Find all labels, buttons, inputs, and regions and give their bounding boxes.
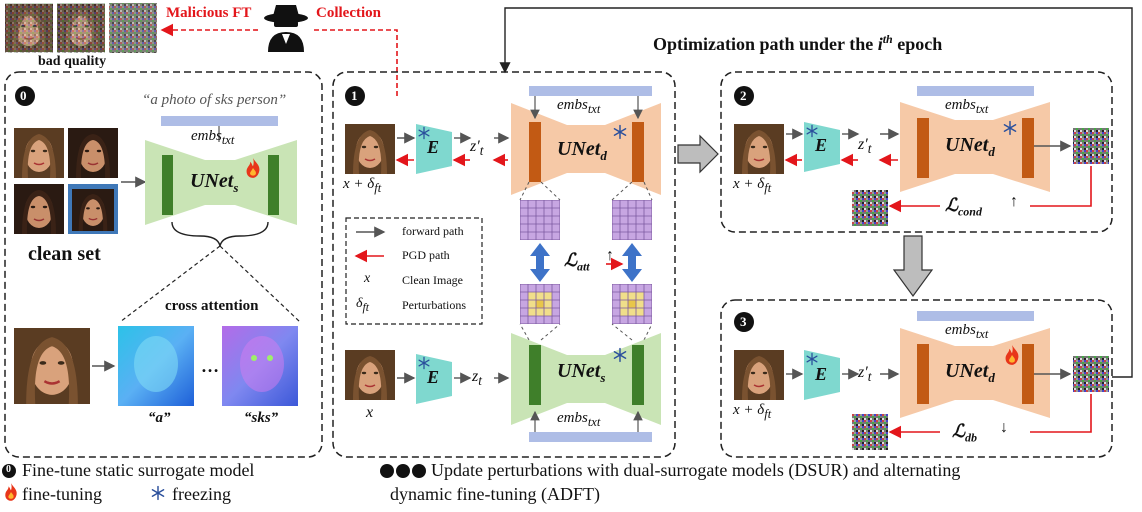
encoder-label-1: E xyxy=(427,137,440,157)
loss-att-label: ℒatt xyxy=(564,250,590,274)
attention-map-d-left xyxy=(520,200,560,240)
malicious-ft-label: Malicious FT xyxy=(166,5,252,21)
legend-perturb: Perturbations xyxy=(402,298,466,312)
collection-label: Collection xyxy=(316,5,381,21)
x-delta-label-1: x + δft xyxy=(343,176,382,195)
loss-db-label: ℒdb xyxy=(952,421,977,445)
noise-pred-2 xyxy=(1073,128,1109,164)
zt-prime-label-3: z′t xyxy=(858,364,872,385)
hacker-icon xyxy=(264,5,308,52)
unet-d-label-1: UNetd xyxy=(557,138,607,163)
panel-3 xyxy=(720,299,1113,458)
legend-forward: forward path xyxy=(402,224,464,238)
legend-x-symbol: x xyxy=(364,271,371,286)
caption-fine-tuning: fine-tuning xyxy=(22,484,102,504)
attention-map-s-left xyxy=(520,284,560,324)
optimization-title: Optimization path under the ith epoch xyxy=(653,32,943,54)
word-a-label: “a” xyxy=(148,410,171,426)
caption-0-number: 0 xyxy=(6,464,11,475)
caption-steps-123-line1: Update perturbations with dual-surrogate… xyxy=(431,460,961,480)
attention-map-s-right xyxy=(612,284,652,324)
gray-block-arrow-down-icon xyxy=(892,235,934,298)
clean-image-1 xyxy=(345,350,395,400)
zt-label-1: zt xyxy=(472,368,482,389)
noise-pred-3 xyxy=(1073,356,1109,392)
encoder-label-2: E xyxy=(815,135,828,155)
clean-set-images xyxy=(14,128,118,234)
embs-label-0: embstxt xyxy=(191,128,235,147)
legend-delta-symbol: δft xyxy=(356,296,369,314)
zt-prime-label-2: z′t xyxy=(858,136,872,157)
unet-s-shape-0 xyxy=(145,140,297,225)
panel-0 xyxy=(4,71,323,458)
encoder-label-3: E xyxy=(815,364,828,384)
caption-step-0: Fine-tune static surrogate model xyxy=(22,460,255,480)
embs-label-1b: embstxt xyxy=(557,410,601,429)
noise-target-2 xyxy=(852,190,888,226)
clean-set-label: clean set xyxy=(28,243,101,265)
panel-1-number: 1 xyxy=(351,88,358,103)
x-delta-label-3: x + δft xyxy=(733,402,772,421)
caption-steps-123-line2: dynamic fine-tuning (ADFT) xyxy=(390,484,600,504)
gray-block-arrow-icon xyxy=(677,134,719,174)
zt-prime-label-1: z′t xyxy=(470,138,484,159)
ellipsis: … xyxy=(201,356,219,376)
panel-2-number: 2 xyxy=(740,88,747,103)
bad-quality-label: bad quality xyxy=(38,54,107,69)
encoder-label-1b: E xyxy=(427,367,440,387)
caption-freezing: freezing xyxy=(172,484,231,504)
noise-target-3 xyxy=(852,414,888,450)
encoder-1b xyxy=(416,354,452,404)
unet-s-shape-1 xyxy=(511,333,661,425)
perturbed-image-1 xyxy=(345,124,395,174)
panel-3-number: 3 xyxy=(740,314,747,329)
unet-d-shape-2 xyxy=(900,102,1050,192)
embs-label-2: embstxt xyxy=(945,97,989,116)
x-label-1: x xyxy=(366,404,374,421)
unet-d-shape-1 xyxy=(511,103,661,195)
perturbed-image-2 xyxy=(734,124,784,174)
x-delta-label-2: x + δft xyxy=(733,176,772,195)
panel-0-number: 0 xyxy=(20,88,27,103)
encoder-1 xyxy=(416,124,452,174)
unet-s-label-1: UNets xyxy=(557,360,606,385)
loss-cond-label: ℒcond xyxy=(945,195,982,219)
attention-map-d-right xyxy=(612,200,652,240)
embs-label-1: embstxt xyxy=(557,97,601,116)
panel-2 xyxy=(720,71,1113,233)
legend-box xyxy=(345,217,483,325)
unet-d-label-2: UNetd xyxy=(945,134,995,159)
cross-attention-label: cross attention xyxy=(165,298,259,314)
loss-db-arrow: ↓ xyxy=(1000,419,1008,436)
bad-quality-images xyxy=(5,3,157,53)
word-sks-label: “sks” xyxy=(244,410,279,426)
embs-label-3: embstxt xyxy=(945,322,989,341)
perturbed-image-3 xyxy=(734,350,784,400)
unet-d-label-3: UNetd xyxy=(945,360,995,385)
legend-pgd: PGD path xyxy=(402,248,450,262)
prompt-text: “a photo of sks person” xyxy=(142,92,287,108)
loss-att-arrow: ↑ xyxy=(606,247,614,264)
attention-loss-arrows xyxy=(530,243,642,282)
loss-cond-arrow: ↑ xyxy=(1010,193,1018,210)
legend-clean: Clean Image xyxy=(402,273,463,287)
unet-s-label-0: UNets xyxy=(190,170,239,195)
panel-1 xyxy=(332,71,676,458)
unet-d-shape-3 xyxy=(900,328,1050,418)
cross-attention-source-face xyxy=(14,326,90,406)
